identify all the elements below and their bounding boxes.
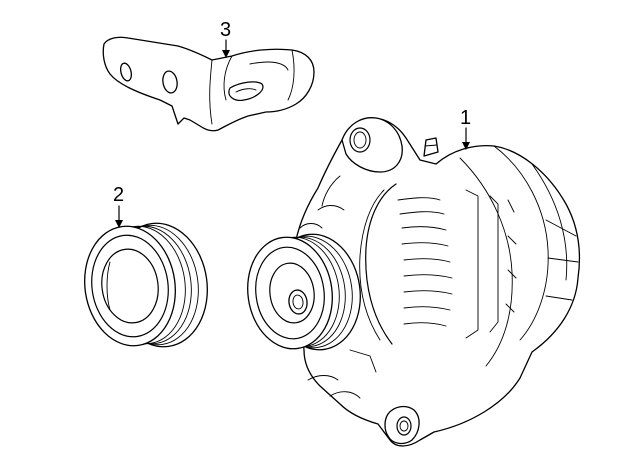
bracket-icon (102, 36, 315, 132)
callout-2-label: 2 (113, 184, 124, 206)
callout-2: 2 (113, 184, 124, 228)
callout-3-label: 3 (220, 19, 231, 41)
callout-2-arrow (115, 220, 123, 228)
pulley-icon (84, 222, 208, 348)
callout-1-label: 1 (460, 107, 471, 129)
callout-1-arrow (462, 142, 470, 150)
callout-3-arrow (222, 50, 230, 58)
alternator-icon (247, 117, 581, 447)
callout-1: 1 (460, 107, 471, 150)
callout-3: 3 (220, 19, 231, 58)
